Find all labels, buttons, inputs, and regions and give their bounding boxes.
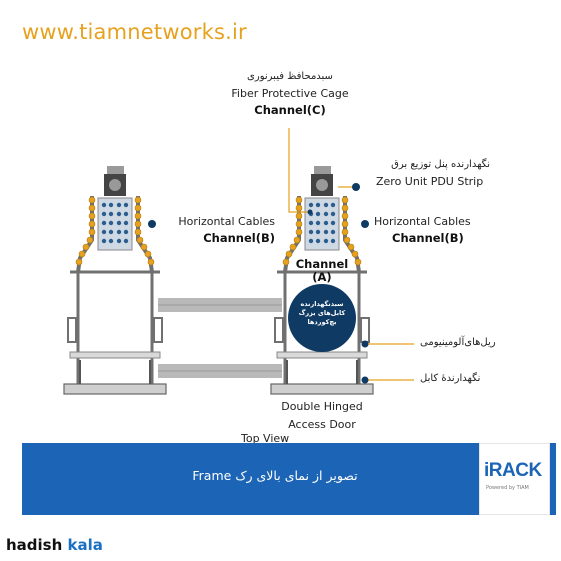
irack-logo: iRACK <box>484 460 542 481</box>
irack-logo-box <box>479 443 550 515</box>
door-label-line2: Access Door <box>288 418 356 431</box>
horizontal-cables-right-label: Horizontal Cables <box>374 215 471 228</box>
channel-b-right-label: Channel(B) <box>392 231 464 245</box>
website-url: www.tiamnetworks.ir <box>22 20 247 44</box>
channel-c-label: Channel(C) <box>254 103 326 117</box>
channel-a-label-line2: (A) <box>312 270 332 284</box>
fiber-cage-en-label: Fiber Protective Cage <box>231 87 349 100</box>
patch-cord-cage-text: سبدنگهدارنده کابل‌های بزرگ بچ‌کوردها <box>291 300 353 327</box>
aluminum-rail-label: ریل‌های‌آلومینیومی <box>420 337 496 348</box>
caption-banner <box>22 443 556 515</box>
left-rack-top-post <box>107 166 124 174</box>
channel-b-left-label: Channel(B) <box>203 231 275 245</box>
cable-holder-label: نگهدارندهٔ کابل <box>420 373 481 384</box>
banner-caption: تصویر از نمای بالای رک Frame <box>192 468 358 483</box>
patch-cord-cage-circle <box>288 284 356 352</box>
pdu-fa-label: نگهدارنده پنل توزیع برق <box>391 159 490 170</box>
footer-brand: hadish kala <box>6 536 103 554</box>
irack-logo-subtitle: Powered by TIAM <box>486 485 529 491</box>
circle-text-line3: بچ‌کوردها <box>307 318 337 326</box>
footer-brand-part1: hadish <box>6 536 63 554</box>
right-rack-top-post <box>314 166 331 174</box>
rack-top-view-diagram <box>63 128 414 395</box>
circle-text-line2: کابل‌های بزرگ <box>298 309 346 317</box>
channel-a-label-line1: Channel <box>295 257 349 271</box>
door-label-line1: Double Hinged <box>281 400 363 413</box>
top-view-label: Top View <box>241 432 290 445</box>
right-rack <box>270 166 374 395</box>
footer-brand-part2: kala <box>67 536 103 554</box>
horizontal-cables-left-label: Horizontal Cables <box>178 215 275 228</box>
fiber-cage-fa-label: سبدمحافظ فیبرنوری <box>247 71 333 82</box>
pdu-en-label: Zero Unit PDU Strip <box>376 175 484 188</box>
circle-text-line1: سبدنگهدارنده <box>300 300 344 308</box>
left-rack <box>63 166 167 395</box>
callout-dots <box>148 183 369 384</box>
